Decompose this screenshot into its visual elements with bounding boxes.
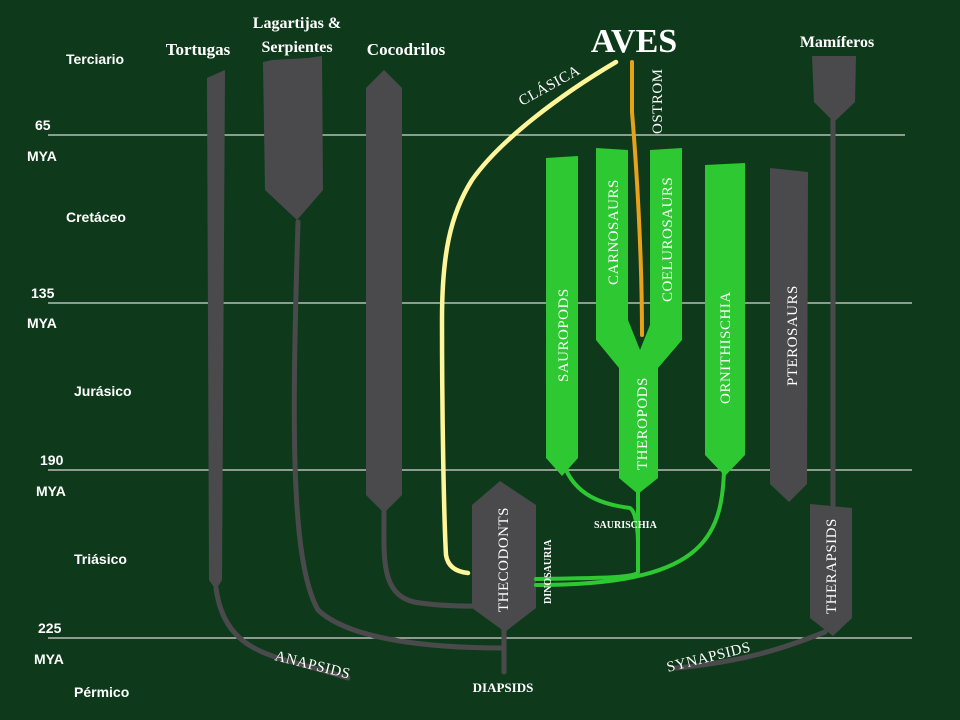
label-diapsids: DIAPSIDS [473, 680, 534, 695]
title-aves: AVES [591, 23, 677, 60]
boundary-unit-190: MYA [36, 483, 66, 499]
label-sauropods: SAUROPODS [556, 288, 572, 382]
era-cretaceo: Cretáceo [66, 209, 126, 225]
cocodrilos-lineage [366, 70, 402, 513]
synapsid-connector [673, 629, 828, 671]
title-mamiferos: Mamíferos [800, 34, 874, 51]
label-dinosauria: DINOSAURIA [543, 539, 554, 604]
boundary-value-135: 135 [31, 285, 55, 301]
pterosaurs-lineage [770, 168, 808, 502]
title-cocodrilos: Cocodrilos [367, 40, 446, 59]
label-thecodonts: THECODONTS [496, 507, 512, 612]
thecodonts-lineage [472, 481, 536, 632]
boundary-value-190: 190 [40, 452, 64, 468]
label-theropods: THEROPODS [635, 377, 651, 470]
label-ostrom: OSTROM [650, 68, 666, 134]
title-lagartijas-line2: Serpientes [261, 39, 332, 56]
croc-connector [381, 509, 483, 609]
ornithischia-connector [534, 468, 726, 587]
ornithischia-lineage [705, 163, 745, 476]
theropod-connector [534, 488, 640, 581]
ostrom-bird-path [630, 60, 644, 337]
label-synapsids: SYNAPSIDS [665, 640, 753, 676]
anapsid-connector [213, 585, 351, 681]
tortugas-lineage [207, 70, 225, 590]
title-lagartijas-line1: Lagartijas & [253, 15, 341, 32]
label-pterosaurs: PTEROSAURS [785, 285, 801, 386]
boundary-unit-225: MYA [34, 651, 64, 667]
lizard-connector [291, 219, 507, 651]
sauropods-lineage [546, 156, 578, 476]
label-ornithischia: ORNITHISCHIA [718, 291, 734, 404]
era-terciario: Terciario [66, 51, 124, 67]
theropods-lineage [596, 148, 682, 494]
classic-bird-path [439, 59, 619, 576]
lagartijas-lineage [263, 56, 323, 220]
era-triasico: Triásico [74, 551, 127, 567]
boundary-unit-135: MYA [27, 315, 57, 331]
mamiferos-lineage [812, 56, 856, 122]
boundary-value-225: 225 [38, 620, 62, 636]
label-anapsids: ANAPSIDS [273, 648, 352, 682]
label-coelurosaurs: COELUROSAURS [660, 177, 676, 302]
label-saurischia: SAURISCHIA [594, 520, 658, 531]
boundary-value-65: 65 [35, 117, 51, 133]
era-permico: Pérmico [74, 684, 129, 700]
therapsids-lineage [810, 504, 852, 636]
label-clasica: CLÁSICA [516, 62, 583, 110]
label-therapsids: THERAPSIDS [824, 518, 840, 614]
era-jurasico: Jurásico [74, 383, 132, 399]
title-tortugas: Tortugas [166, 40, 231, 59]
label-carnosaurs: CARNOSAURS [606, 179, 622, 285]
boundary-unit-65: MYA [27, 148, 57, 164]
